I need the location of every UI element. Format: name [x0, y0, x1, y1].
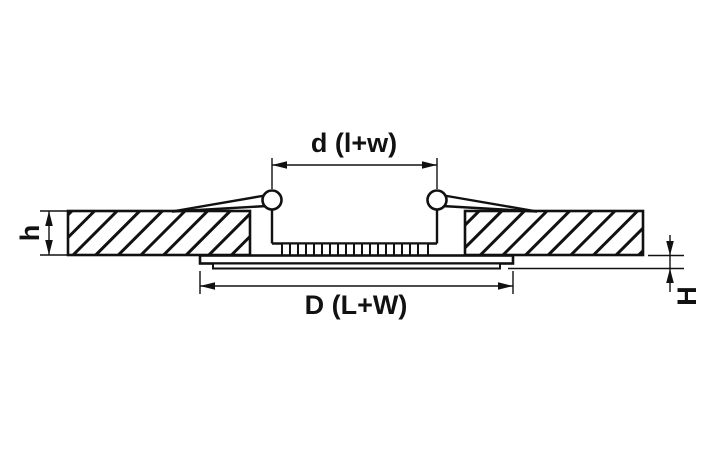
arrowhead-right [498, 282, 513, 290]
arrowhead-bottom [45, 240, 53, 255]
arrowhead-top [666, 241, 674, 256]
trim-ring-lower [212, 262, 501, 270]
spring-clip-right [426, 189, 538, 244]
ceiling-panel-left [66, 209, 252, 257]
arrowhead-right [422, 161, 437, 169]
dimension-ceiling-thickness: h [15, 210, 68, 256]
ceiling-section [66, 209, 645, 257]
spring-arm-lower-right [441, 204, 538, 213]
arrowhead-left [200, 282, 215, 290]
luminaire-body [198, 242, 515, 270]
dimension-cutout-diameter: d (l+w) [271, 128, 438, 189]
clip-pivot-left [261, 189, 283, 211]
ceiling-thickness-label: h [15, 225, 45, 242]
overall-diameter-label: D (L+W) [305, 290, 408, 320]
arrowhead-bottom [666, 268, 674, 283]
arrowhead-left [272, 161, 287, 169]
protrusion-height-label: H [672, 286, 702, 306]
arrowhead-top [45, 211, 53, 226]
clip-pivot-right [426, 189, 448, 211]
trim-ring-upper [198, 254, 515, 265]
spring-clip-left [171, 189, 283, 244]
spring-arm-upper-left [171, 194, 266, 213]
spring-arm-lower-left [171, 204, 268, 213]
ceiling-panel-right [463, 209, 645, 257]
heatsink-rib-lines [289, 243, 419, 256]
spring-arm-upper-right [443, 194, 538, 213]
dimension-protrusion-height: H [508, 235, 702, 306]
dimension-overall-diameter: D (L+W) [199, 271, 514, 320]
cutout-diameter-label: d (l+w) [311, 128, 397, 158]
